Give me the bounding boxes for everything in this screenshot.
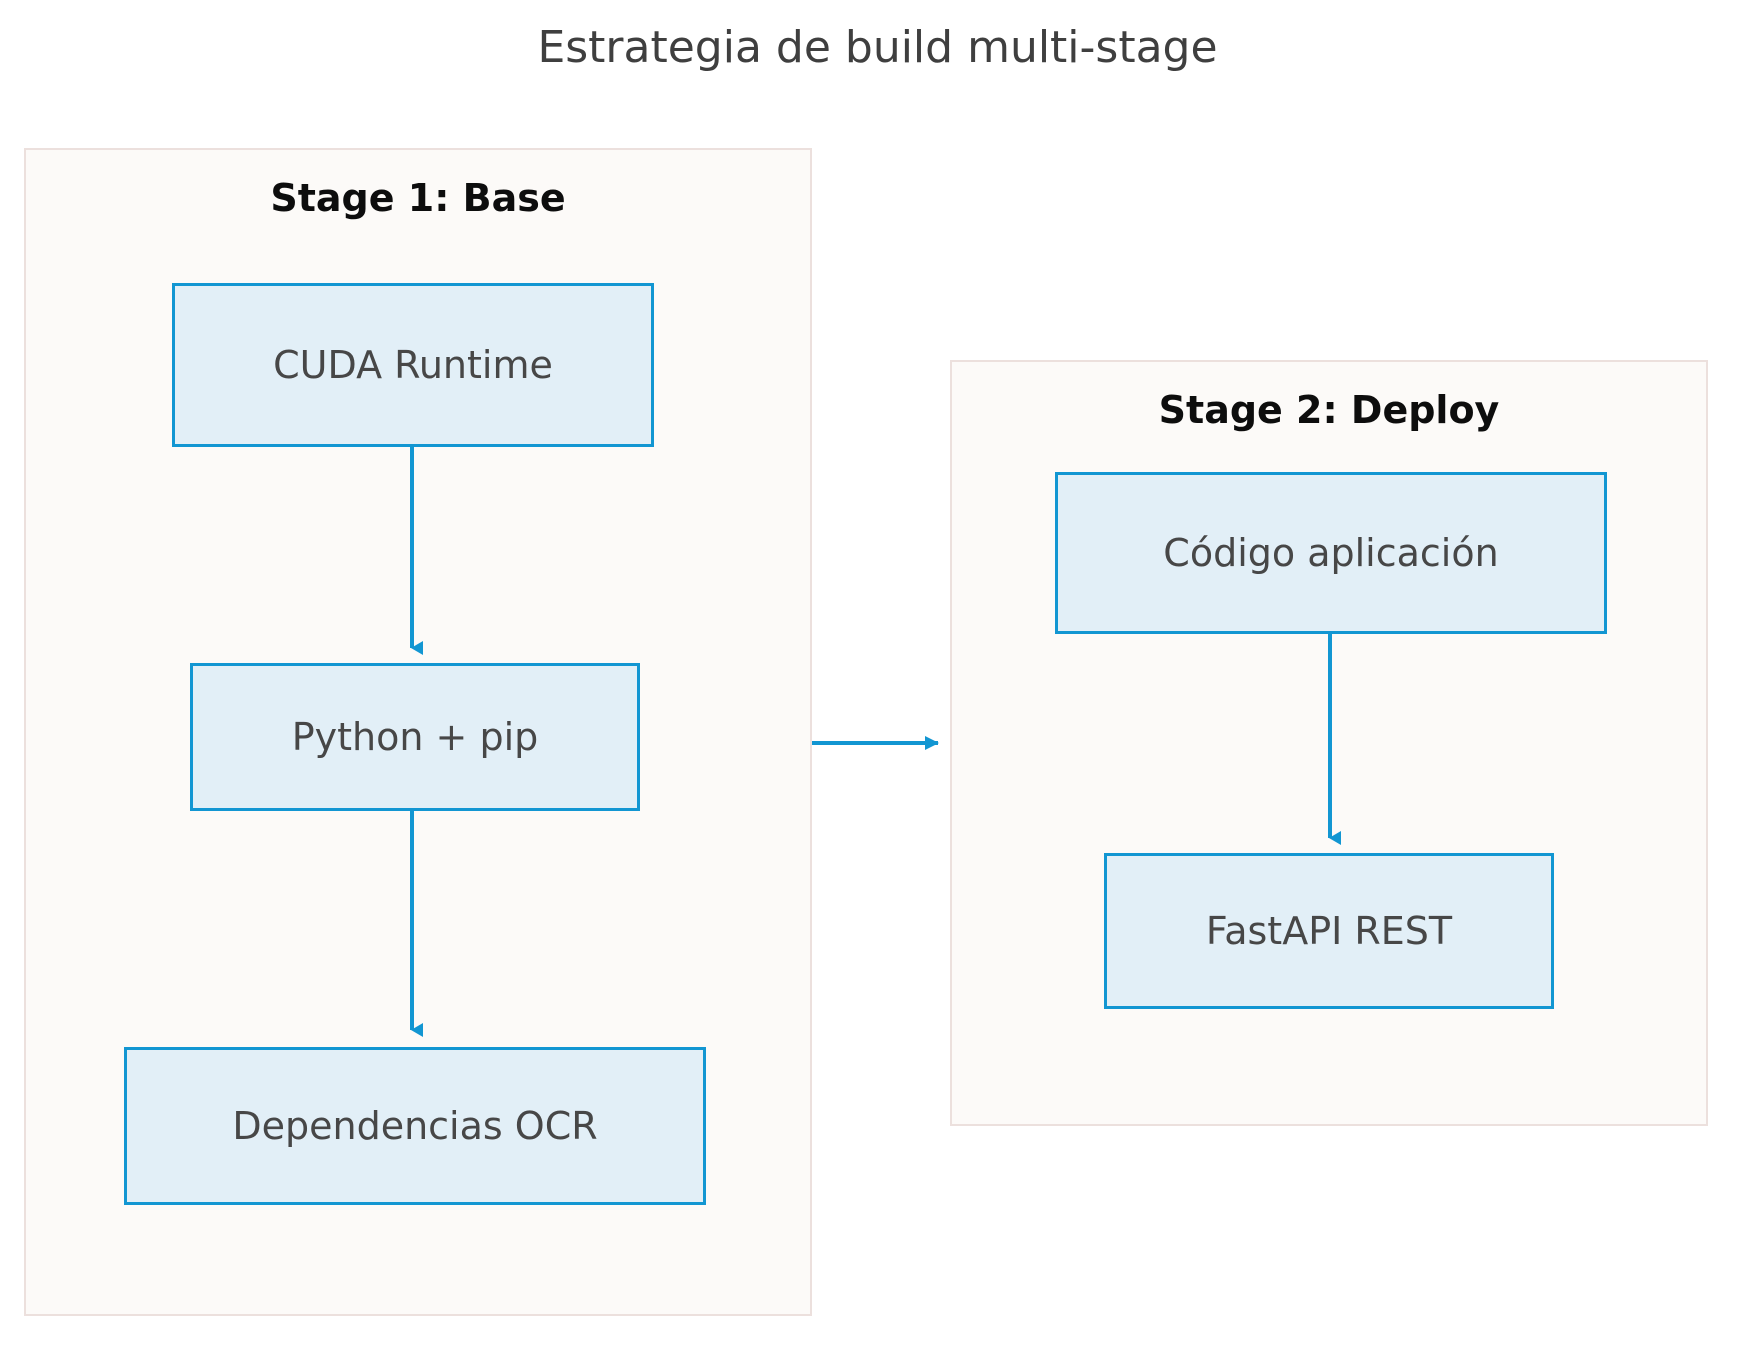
cluster-stage-2-title: Stage 2: Deploy bbox=[1158, 388, 1500, 432]
node-cuda-runtime[interactable]: CUDA Runtime bbox=[172, 283, 654, 447]
node-cuda-runtime-label: CUDA Runtime bbox=[273, 343, 553, 387]
node-python-pip[interactable]: Python + pip bbox=[190, 663, 640, 811]
node-codigo-aplicacion[interactable]: Código aplicación bbox=[1055, 472, 1607, 634]
node-python-pip-label: Python + pip bbox=[291, 715, 539, 759]
node-fastapi-rest-label: FastAPI REST bbox=[1205, 909, 1453, 953]
node-dependencias-ocr[interactable]: Dependencias OCR bbox=[124, 1047, 706, 1205]
cluster-stage-1-title: Stage 1: Base bbox=[270, 176, 566, 220]
node-codigo-aplicacion-label: Código aplicación bbox=[1163, 531, 1499, 575]
node-dependencias-ocr-label: Dependencias OCR bbox=[232, 1104, 598, 1148]
diagram-title: Estrategia de build multi-stage bbox=[537, 22, 1218, 73]
node-fastapi-rest[interactable]: FastAPI REST bbox=[1104, 853, 1554, 1009]
